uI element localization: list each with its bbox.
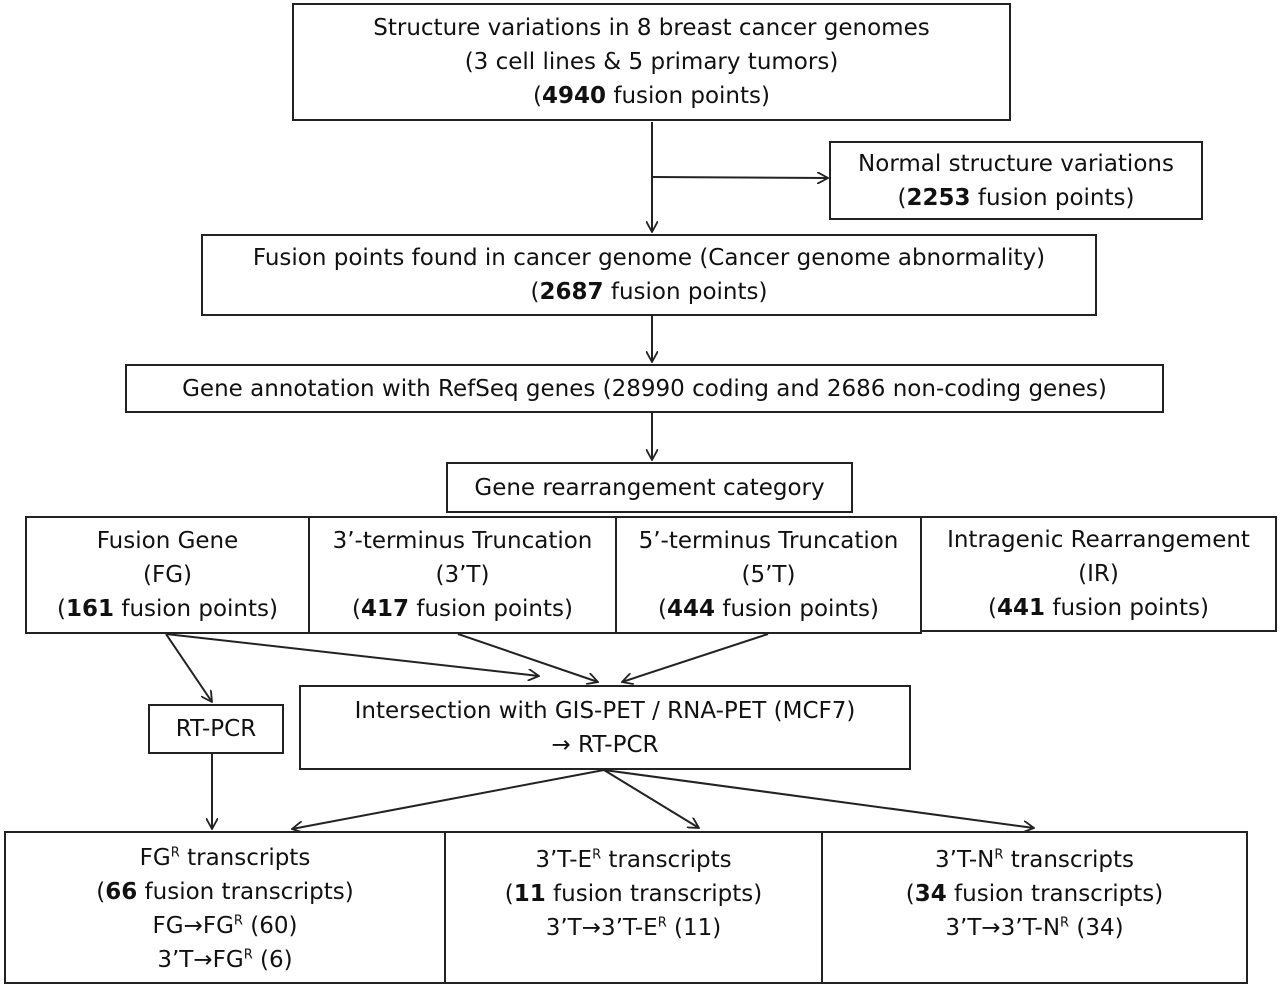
category-abbr: (IR) bbox=[1078, 561, 1119, 587]
right-arrow-icon: → bbox=[981, 915, 1001, 941]
arrow-top-to-normal bbox=[651, 177, 828, 178]
rtpcr-label: RT-PCR bbox=[175, 716, 257, 742]
structure-variations-samples: (3 cell lines & 5 primary tumors) bbox=[464, 49, 839, 75]
result-fgr: FGR transcripts (66 fusion transcripts) … bbox=[4, 831, 444, 984]
intersection-next: → RT-PCR bbox=[551, 731, 659, 758]
result-title: FGR transcripts bbox=[139, 844, 311, 871]
result-3tn: 3’T-NR transcripts (34 fusion transcript… bbox=[821, 831, 1248, 984]
intersection-box: Intersection with GIS-PET / RNA-PET (MCF… bbox=[299, 685, 911, 770]
rearrangement-category-box: Gene rearrangement category bbox=[446, 462, 853, 513]
gene-annotation-title: Gene annotation with RefSeq genes (28990… bbox=[182, 375, 1107, 402]
category-abbr: (FG) bbox=[143, 562, 192, 588]
arrow-fg-to-rtpcr bbox=[165, 633, 212, 702]
category-count: (417 fusion points) bbox=[352, 596, 573, 622]
cancer-fusion-count: (2687 fusion points) bbox=[530, 279, 768, 305]
category-3t-truncation: 3’-terminus Truncation (3’T) (417 fusion… bbox=[308, 516, 615, 634]
normal-variations-count: (2253 fusion points) bbox=[897, 184, 1135, 211]
structure-variations-box: Structure variations in 8 breast cancer … bbox=[292, 3, 1011, 121]
result-detail: 3’T→3’T-ER (11) bbox=[545, 915, 722, 941]
rtpcr-box: RT-PCR bbox=[148, 704, 284, 754]
result-title: 3’T-NR transcripts bbox=[935, 847, 1134, 873]
arrow-intersection-to-fgr bbox=[292, 769, 605, 829]
result-count: (11 fusion transcripts) bbox=[504, 881, 763, 907]
category-name: Fusion Gene bbox=[96, 528, 239, 554]
intersection-title: Intersection with GIS-PET / RNA-PET (MCF… bbox=[354, 697, 856, 724]
right-arrow-icon: → bbox=[183, 912, 203, 939]
gene-annotation-box: Gene annotation with RefSeq genes (28990… bbox=[125, 364, 1164, 413]
category-count: (444 fusion points) bbox=[658, 596, 879, 622]
arrow-5t-to-intersection bbox=[622, 633, 769, 682]
category-abbr: (5’T) bbox=[741, 562, 796, 588]
arrow-fg-to-intersection bbox=[165, 633, 539, 676]
result-3te: 3’T-ER transcripts (11 fusion transcript… bbox=[444, 831, 821, 984]
rearrangement-category-title: Gene rearrangement category bbox=[474, 474, 825, 501]
category-5t-truncation: 5’-terminus Truncation (5’T) (444 fusion… bbox=[615, 516, 922, 634]
category-name: Intragenic Rearrangement bbox=[947, 527, 1250, 553]
category-intragenic: Intragenic Rearrangement (IR) (441 fusio… bbox=[922, 516, 1277, 632]
category-fusion-gene: Fusion Gene (FG) (161 fusion points) bbox=[25, 516, 308, 634]
result-count: (34 fusion transcripts) bbox=[905, 881, 1164, 907]
cancer-fusion-title: Fusion points found in cancer genome (Ca… bbox=[252, 245, 1046, 271]
result-detail: 3’T→3’T-NR (34) bbox=[945, 915, 1124, 941]
structure-variations-count: (4940 fusion points) bbox=[533, 83, 770, 109]
right-arrow-icon: → bbox=[581, 915, 601, 941]
result-detail: FG→FGR (60) bbox=[152, 912, 298, 939]
right-arrow-icon: → bbox=[193, 946, 213, 973]
result-count: (66 fusion transcripts) bbox=[96, 878, 354, 905]
right-arrow-icon: → bbox=[551, 731, 571, 758]
result-title: 3’T-ER transcripts bbox=[535, 847, 732, 873]
category-count: (441 fusion points) bbox=[988, 595, 1209, 621]
arrow-intersection-to-3tn bbox=[603, 769, 1034, 828]
result-detail: 3’T→FGR (6) bbox=[157, 946, 293, 973]
cancer-fusion-box: Fusion points found in cancer genome (Ca… bbox=[201, 234, 1097, 316]
category-name: 3’-terminus Truncation bbox=[332, 528, 593, 554]
structure-variations-title: Structure variations in 8 breast cancer … bbox=[373, 15, 930, 41]
arrow-intersection-to-3te bbox=[603, 769, 699, 828]
arrow-3t-to-intersection bbox=[457, 633, 598, 682]
normal-variations-title: Normal structure variations bbox=[858, 150, 1174, 177]
category-name: 5’-terminus Truncation bbox=[638, 528, 899, 554]
normal-variations-box: Normal structure variations (2253 fusion… bbox=[829, 141, 1203, 220]
category-count: (161 fusion points) bbox=[57, 596, 278, 622]
category-abbr: (3’T) bbox=[435, 562, 490, 588]
